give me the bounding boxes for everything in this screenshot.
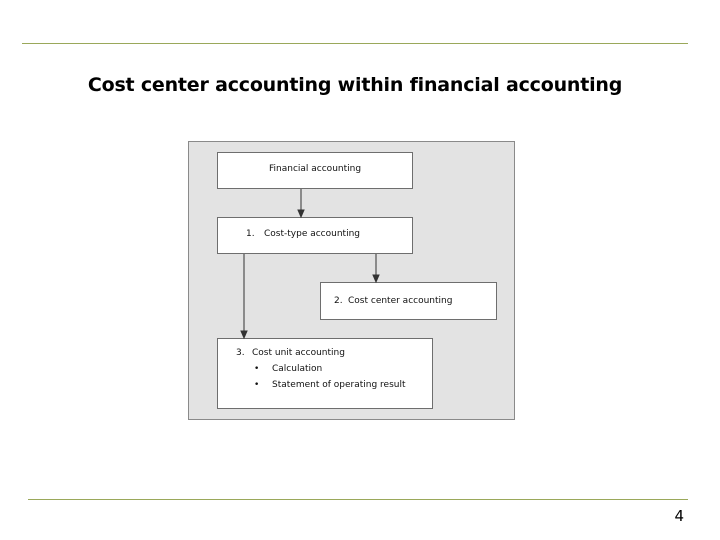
slide-title: Cost center accounting within financial … [87,74,623,96]
box-cost-center-accounting: 2. Cost center accounting [320,282,497,320]
bullet-statement: Statement of operating result [272,380,406,390]
top-divider [22,43,688,44]
page-number: 4 [674,507,684,525]
bullet-dot: • [254,380,260,390]
bottom-divider [28,499,688,500]
cost-center-number: 2. [334,296,343,306]
bullet-calculation: Calculation [272,364,323,374]
cost-type-number: 1. [246,229,255,239]
box-cost-type-accounting: 1. Cost-type accounting [217,217,413,254]
financial-accounting-label: Financial accounting [269,164,362,174]
box-cost-unit-accounting: 3. Cost unit accounting • Calculation • … [217,338,433,409]
box-financial-accounting: Financial accounting [217,152,413,189]
bullet-dot: • [254,364,260,374]
cost-unit-label: Cost unit accounting [252,348,345,358]
cost-unit-number: 3. [236,348,245,358]
cost-type-label: Cost-type accounting [264,229,360,239]
cost-center-label: Cost center accounting [348,296,453,306]
